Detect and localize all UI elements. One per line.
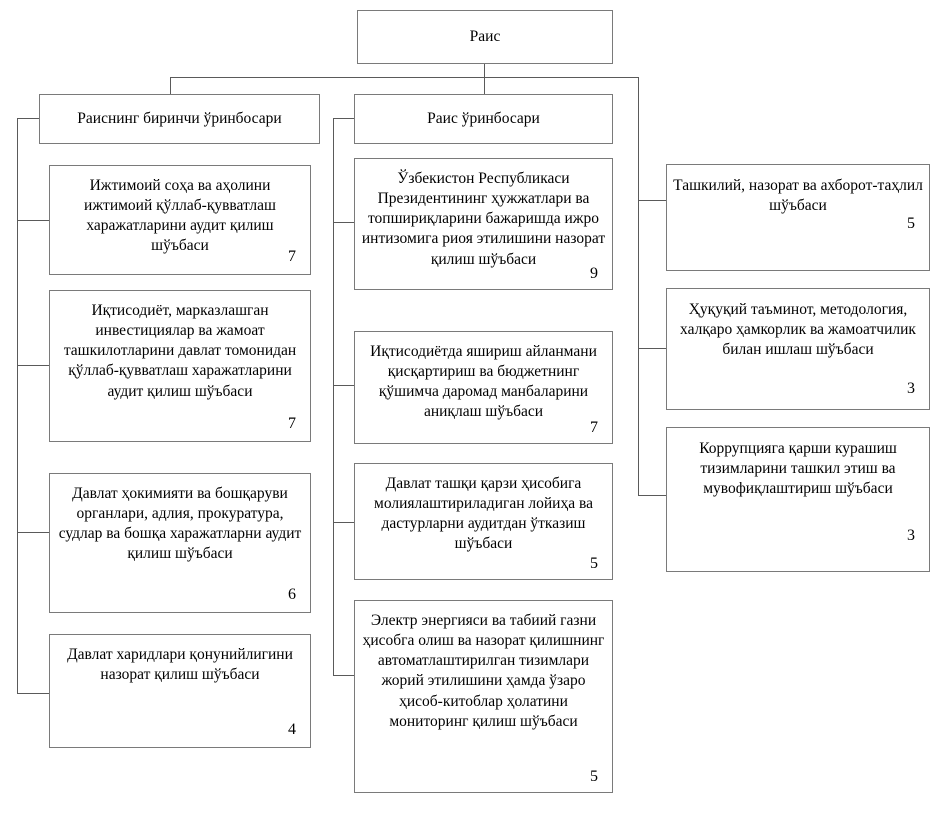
node-economy-investments-audit-dept[interactable]: Иқтисодиёт, марказлашган инвестициялар в… [49,290,311,442]
node-president-documents-control-dept-label: Ўзбекистон Республикаси Президентининг ҳ… [361,170,606,268]
node-energy-gas-monitoring-dept[interactable]: Электр энергияси ва табиий газни ҳисобга… [354,600,613,793]
node-organizational-control-info-analysis-dept-label: Ташкилий, назорат ва ахборот-таҳлил шўъб… [673,177,923,215]
node-organizational-control-info-analysis-dept[interactable]: Ташкилий, назорат ва ахборот-таҳлил шўъб… [666,164,930,271]
node-president-documents-control-dept[interactable]: Ўзбекистон Республикаси Президентининг ҳ… [354,158,613,290]
node-chairman[interactable]: Раис [357,10,613,64]
node-state-authority-audit-dept[interactable]: Давлат ҳокимияти ва бошқаруви органлари,… [49,473,311,613]
connector-bus-to-right-spine [638,77,639,200]
connector-bus-to-first-deputy [170,77,171,94]
node-deputy-chairman-label: Раис ўринбосари [427,109,540,127]
node-anticorruption-coordination-dept-count: 3 [907,527,915,544]
connector-left-stub-4 [17,693,49,694]
connector-left-stub-2 [17,365,49,366]
node-economy-investments-audit-dept-count: 7 [288,415,296,432]
node-state-authority-audit-dept-count: 6 [288,586,296,603]
node-public-procurement-control-dept[interactable]: Давлат харидлари қонунийлигини назорат қ… [49,634,311,748]
node-economy-investments-audit-dept-label: Иқтисодиёт, марказлашган инвестициялар в… [63,302,297,400]
node-anticorruption-coordination-dept-label: Коррупцияга қарши курашиш тизимларини та… [699,440,897,498]
connector-middle-stub-4 [333,675,354,676]
node-legal-methodology-cooperation-dept[interactable]: Ҳуқуқий таъминот, методология, халқаро ҳ… [666,288,930,410]
connector-middle-spine [333,118,334,675]
connector-right-stub-2 [638,348,666,349]
connector-middle-spine-to-deputy [333,118,354,119]
node-external-debt-projects-audit-dept[interactable]: Давлат ташқи қарзи ҳисобига молиялаштири… [354,463,613,580]
connector-right-stub-3 [638,495,666,496]
connector-left-stub-1 [17,220,49,221]
connector-main-bus [170,77,639,78]
node-social-sphere-audit-dept[interactable]: Ижтимоий соҳа ва аҳолини ижтимоий қўллаб… [49,165,311,275]
node-legal-methodology-cooperation-dept-label: Ҳуқуқий таъминот, методология, халқаро ҳ… [680,301,916,359]
connector-middle-stub-1 [333,222,354,223]
connector-right-stub-1 [638,200,666,201]
connector-bus-to-deputy [484,77,485,94]
node-public-procurement-control-dept-count: 4 [288,721,296,738]
node-president-documents-control-dept-count: 9 [590,265,598,282]
node-organizational-control-info-analysis-dept-count: 5 [907,215,915,232]
node-chairman-label: Раис [469,27,501,45]
node-legal-methodology-cooperation-dept-count: 3 [907,380,915,397]
connector-right-spine [638,200,639,495]
node-first-deputy-chairman[interactable]: Раиснинг биринчи ўринбосари [39,94,320,144]
node-deputy-chairman[interactable]: Раис ўринбосари [354,94,613,144]
node-anticorruption-coordination-dept[interactable]: Коррупцияга қарши курашиш тизимларини та… [666,427,930,572]
node-external-debt-projects-audit-dept-label: Давлат ташқи қарзи ҳисобига молиялаштири… [374,475,593,553]
connector-left-spine-to-first-deputy [17,118,39,119]
connector-chairman-stem [484,63,485,77]
node-social-sphere-audit-dept-label: Ижтимоий соҳа ва аҳолини ижтимоий қўллаб… [84,177,276,255]
connector-middle-stub-2 [333,385,354,386]
connector-left-stub-3 [17,532,49,533]
connector-left-spine [17,118,18,693]
node-shadow-economy-budget-income-dept[interactable]: Иқтисодиётда яшириш айланмани қисқартири… [354,331,613,444]
connector-middle-stub-3 [333,522,354,523]
node-social-sphere-audit-dept-count: 7 [288,248,296,265]
node-first-deputy-chairman-label: Раиснинг биринчи ўринбосари [77,109,282,127]
node-shadow-economy-budget-income-dept-count: 7 [590,419,598,436]
node-external-debt-projects-audit-dept-count: 5 [590,555,598,572]
node-energy-gas-monitoring-dept-count: 5 [590,768,598,785]
node-energy-gas-monitoring-dept-label: Электр энергияси ва табиий газни ҳисобга… [362,612,605,730]
node-state-authority-audit-dept-label: Давлат ҳокимияти ва бошқаруви органлари,… [58,485,302,563]
node-shadow-economy-budget-income-dept-label: Иқтисодиётда яшириш айланмани қисқартири… [370,343,597,421]
node-public-procurement-control-dept-label: Давлат харидлари қонунийлигини назорат қ… [67,646,293,684]
